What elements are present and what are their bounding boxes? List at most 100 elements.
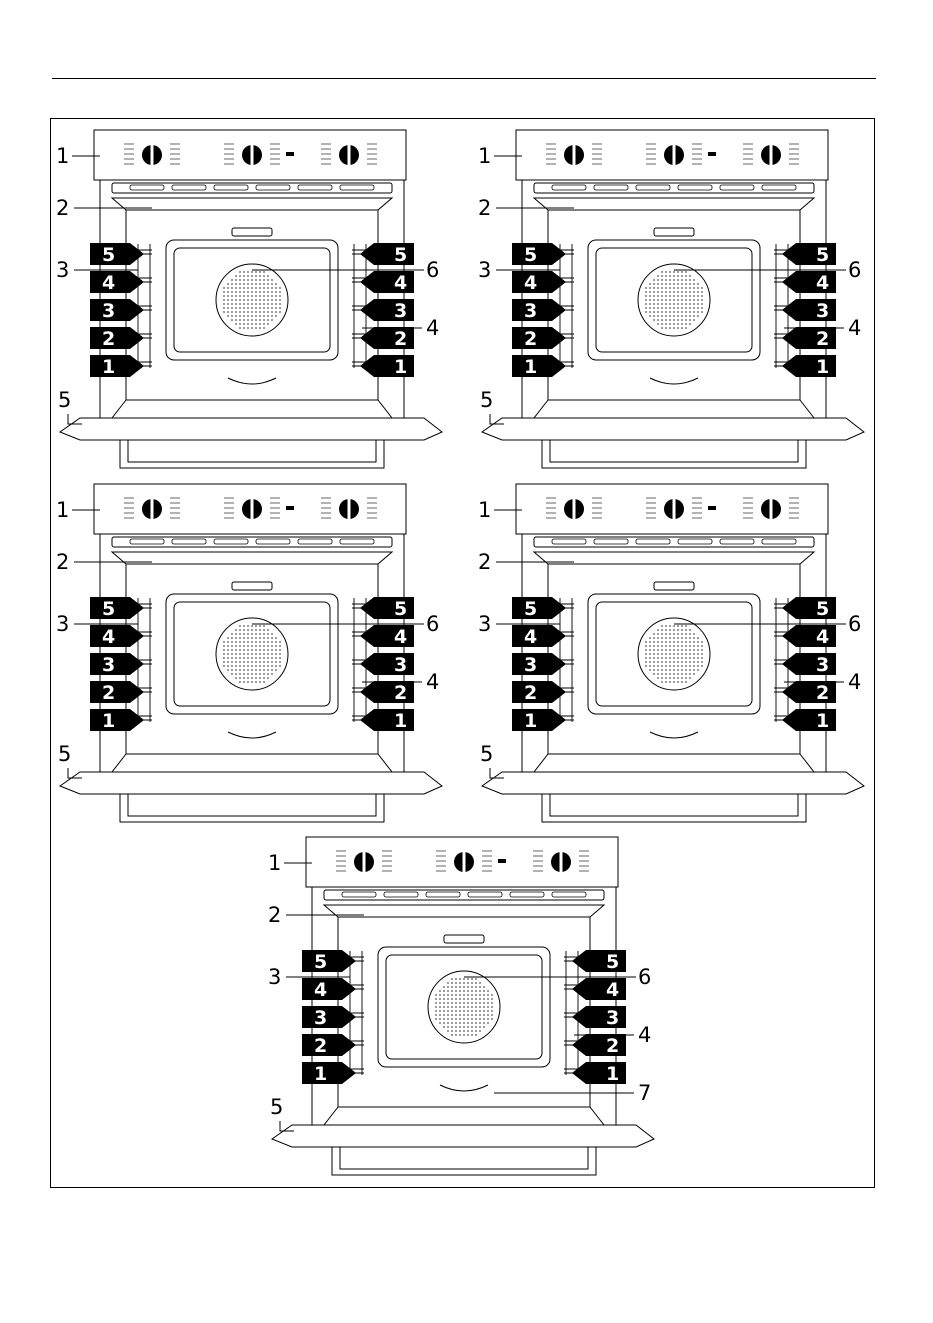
control-knob-3 (743, 496, 799, 522)
shelf-level-label: 5 (606, 951, 619, 973)
shelf-level-arrow-left-5: 5 (302, 950, 356, 973)
control-knob-3 (743, 142, 799, 168)
shelf-level-arrow-right-5: 5 (360, 597, 414, 620)
shelf-level-label: 4 (816, 626, 829, 648)
shelf-level-arrow-right-1: 1 (782, 709, 836, 732)
shelf-level-arrow-left-4: 4 (90, 625, 144, 648)
callout-7-bottom-element: 7 (638, 1083, 651, 1104)
shelf-level-arrow-right-3: 3 (572, 1006, 626, 1029)
oven-door (482, 418, 864, 440)
shelf-level-arrow-left-2: 2 (90, 681, 144, 704)
vent-slots (130, 185, 374, 190)
vent-slots (552, 539, 796, 544)
shelf-level-arrow-left-4: 4 (302, 978, 356, 1001)
shelf-level-arrow-left-5: 5 (90, 243, 144, 266)
header-rule (52, 78, 876, 79)
shelf-level-arrow-right-4: 4 (782, 271, 836, 294)
callout-2-top-element: 2 (56, 198, 69, 219)
shelf-level-label: 1 (102, 710, 115, 732)
callout-4-shelf-guides: 4 (638, 1025, 651, 1046)
shelf-level-label: 3 (816, 300, 829, 322)
shelf-level-label: 2 (606, 1035, 619, 1057)
shelf-level-label: 5 (102, 598, 115, 620)
cavity-top (112, 198, 392, 210)
shelf-level-arrow-left-3: 3 (90, 299, 144, 322)
callout-3-shelf-rails: 3 (478, 614, 491, 635)
shelf-level-label: 4 (524, 626, 537, 648)
shelf-level-label: 3 (102, 300, 115, 322)
cavity-outer (126, 564, 378, 754)
shelf-level-arrow-left-1: 1 (302, 1062, 356, 1085)
shelf-level-arrow-left-1: 1 (512, 709, 566, 732)
callout-6-fan: 6 (426, 260, 439, 281)
callout-2-top-element: 2 (268, 905, 281, 926)
shelf-level-label: 4 (102, 272, 115, 294)
floor-element (228, 732, 276, 738)
callout-6-fan: 6 (848, 260, 861, 281)
callout-3-shelf-rails: 3 (56, 614, 69, 635)
callout-1-control-panel: 1 (478, 146, 491, 167)
shelf-level-arrow-right-5: 5 (782, 243, 836, 266)
shelf-level-label: 3 (524, 300, 537, 322)
cavity-outer (548, 210, 800, 400)
cavity-top (324, 905, 604, 917)
cavity-top (534, 198, 814, 210)
shelf-level-arrow-right-2: 2 (782, 327, 836, 350)
shelf-level-arrow-right-4: 4 (572, 978, 626, 1001)
floor-element (228, 378, 276, 384)
fan-grille (645, 625, 703, 683)
vent-slots (130, 539, 374, 544)
shelf-level-label: 1 (816, 356, 829, 378)
floor-element (650, 732, 698, 738)
shelf-level-arrow-left-4: 4 (512, 271, 566, 294)
control-knob-3 (533, 849, 589, 875)
indicator-lamp (708, 152, 716, 156)
shelf-level-label: 5 (102, 244, 115, 266)
cavity-outer (548, 564, 800, 754)
shelf-level-label: 4 (394, 272, 407, 294)
fan-grille (645, 271, 703, 329)
control-knob-1 (124, 142, 180, 168)
shelf-level-arrow-right-5: 5 (572, 950, 626, 973)
shelf-level-arrow-right-5: 5 (782, 597, 836, 620)
shelf-level-arrow-left-2: 2 (302, 1034, 356, 1057)
shelf-level-arrow-left-3: 3 (512, 653, 566, 676)
shelf-level-label: 3 (816, 654, 829, 676)
oven-side-walls (522, 534, 826, 772)
shelf-level-label: 1 (394, 710, 407, 732)
shelf-level-arrow-left-1: 1 (90, 355, 144, 378)
callout-5-door: 5 (270, 1097, 283, 1118)
top-vent-strip (324, 890, 604, 900)
control-knob-2 (646, 496, 702, 522)
shelf-level-label: 4 (524, 272, 537, 294)
shelf-level-arrow-left-4: 4 (512, 625, 566, 648)
shelf-level-arrow-left-3: 3 (90, 653, 144, 676)
shelf-level-label: 2 (524, 328, 537, 350)
floor-element (650, 378, 698, 384)
shelf-level-arrow-right-2: 2 (572, 1034, 626, 1057)
shelf-level-label: 1 (606, 1063, 619, 1085)
shelf-level-label: 1 (524, 356, 537, 378)
shelf-level-label: 5 (524, 244, 537, 266)
shelf-level-label: 4 (102, 626, 115, 648)
control-knob-2 (224, 496, 280, 522)
shelf-level-label: 5 (314, 951, 327, 973)
shelf-level-label: 2 (524, 682, 537, 704)
door-handle-frame (332, 1147, 596, 1175)
shelf-level-label: 4 (314, 979, 327, 1001)
cavity-top (112, 552, 392, 564)
callout-5-door: 5 (58, 390, 71, 411)
callout-2-top-element: 2 (478, 198, 491, 219)
oven-lamp (654, 228, 694, 236)
fan-grille (223, 625, 281, 683)
shelf-level-arrow-right-3: 3 (360, 299, 414, 322)
cavity-outer (126, 210, 378, 400)
control-knob-3 (321, 496, 377, 522)
shelf-level-arrow-right-2: 2 (360, 681, 414, 704)
callout-3-shelf-rails: 3 (268, 967, 281, 988)
shelf-level-arrow-right-4: 4 (782, 625, 836, 648)
vent-slots (552, 185, 796, 190)
callout-6-fan: 6 (638, 967, 651, 988)
